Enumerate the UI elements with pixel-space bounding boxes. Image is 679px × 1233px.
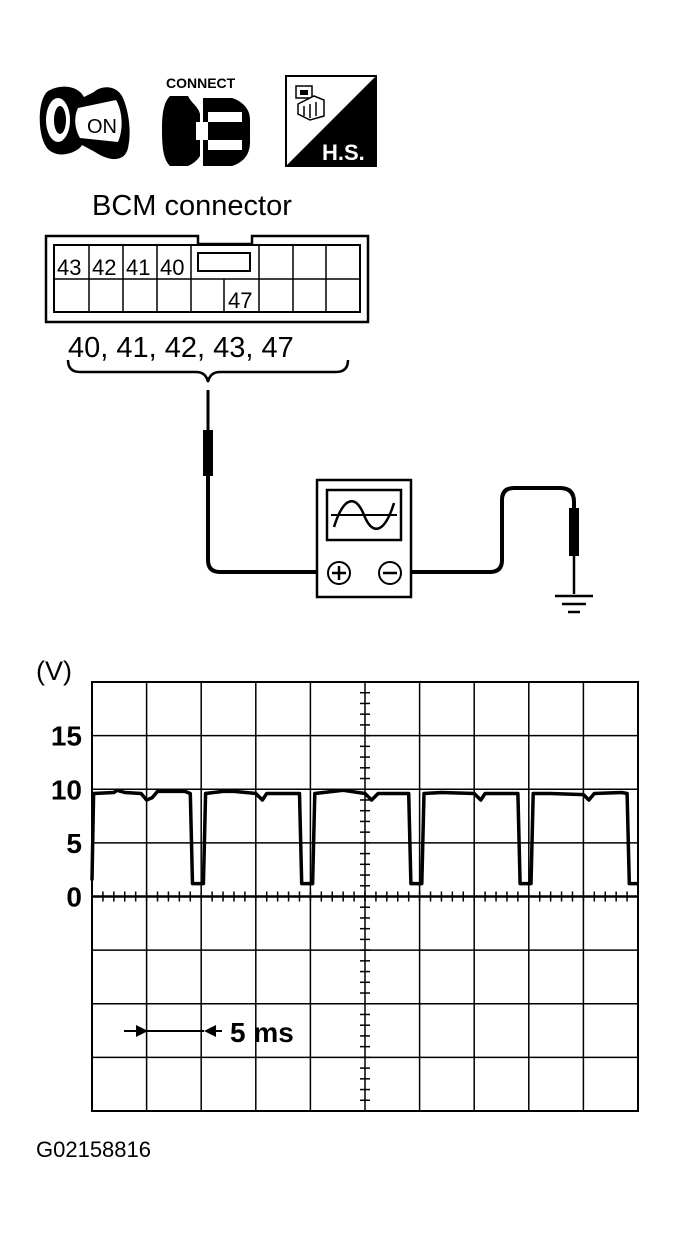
time-scale-indicator: 5 ms (124, 1017, 294, 1048)
y-tick-label-10: 10 (51, 774, 82, 805)
y-tick-labels: 15 10 5 0 (51, 721, 82, 913)
ignition-key-icon: ON (39, 86, 130, 160)
pin-42: 42 (92, 255, 116, 280)
connector-latch (197, 252, 251, 272)
waveform-chart: (V) 15 10 5 0 (36, 656, 639, 1112)
terminals-brace (66, 359, 350, 383)
connector-cavity-grid (54, 245, 360, 312)
pin-43: 43 (57, 255, 81, 280)
chart-center-ticks (92, 691, 639, 1102)
pin-40: 40 (160, 255, 184, 280)
oscilloscope-icon: ⊕ ⊖ (315, 478, 413, 599)
positive-probe (203, 390, 326, 574)
ignition-label: ON (87, 116, 117, 138)
y-axis-label: (V) (36, 656, 72, 686)
waveform-trace (90, 788, 638, 886)
pin-47: 47 (228, 288, 252, 313)
bcm-connector: 43 42 41 40 47 (44, 234, 370, 324)
pin-41: 41 (126, 255, 150, 280)
terminals-label: 40, 41, 42, 43, 47 (68, 332, 294, 364)
connector-title: BCM connector (92, 190, 292, 222)
connect-label: CONNECT (166, 75, 236, 91)
time-per-div-label: 5 ms (230, 1017, 294, 1048)
negative-probe (404, 486, 593, 614)
harness-label: H.S. (322, 140, 365, 165)
y-tick-label-15: 15 (51, 721, 82, 752)
ground-icon (555, 594, 593, 614)
figure-id: G02158816 (36, 1137, 151, 1162)
connector-connect-icon: CONNECT (162, 75, 250, 166)
harness-connector-icon: H.S. (285, 75, 377, 167)
y-tick-label-0: 0 (66, 882, 82, 913)
y-tick-label-5: 5 (66, 828, 82, 859)
